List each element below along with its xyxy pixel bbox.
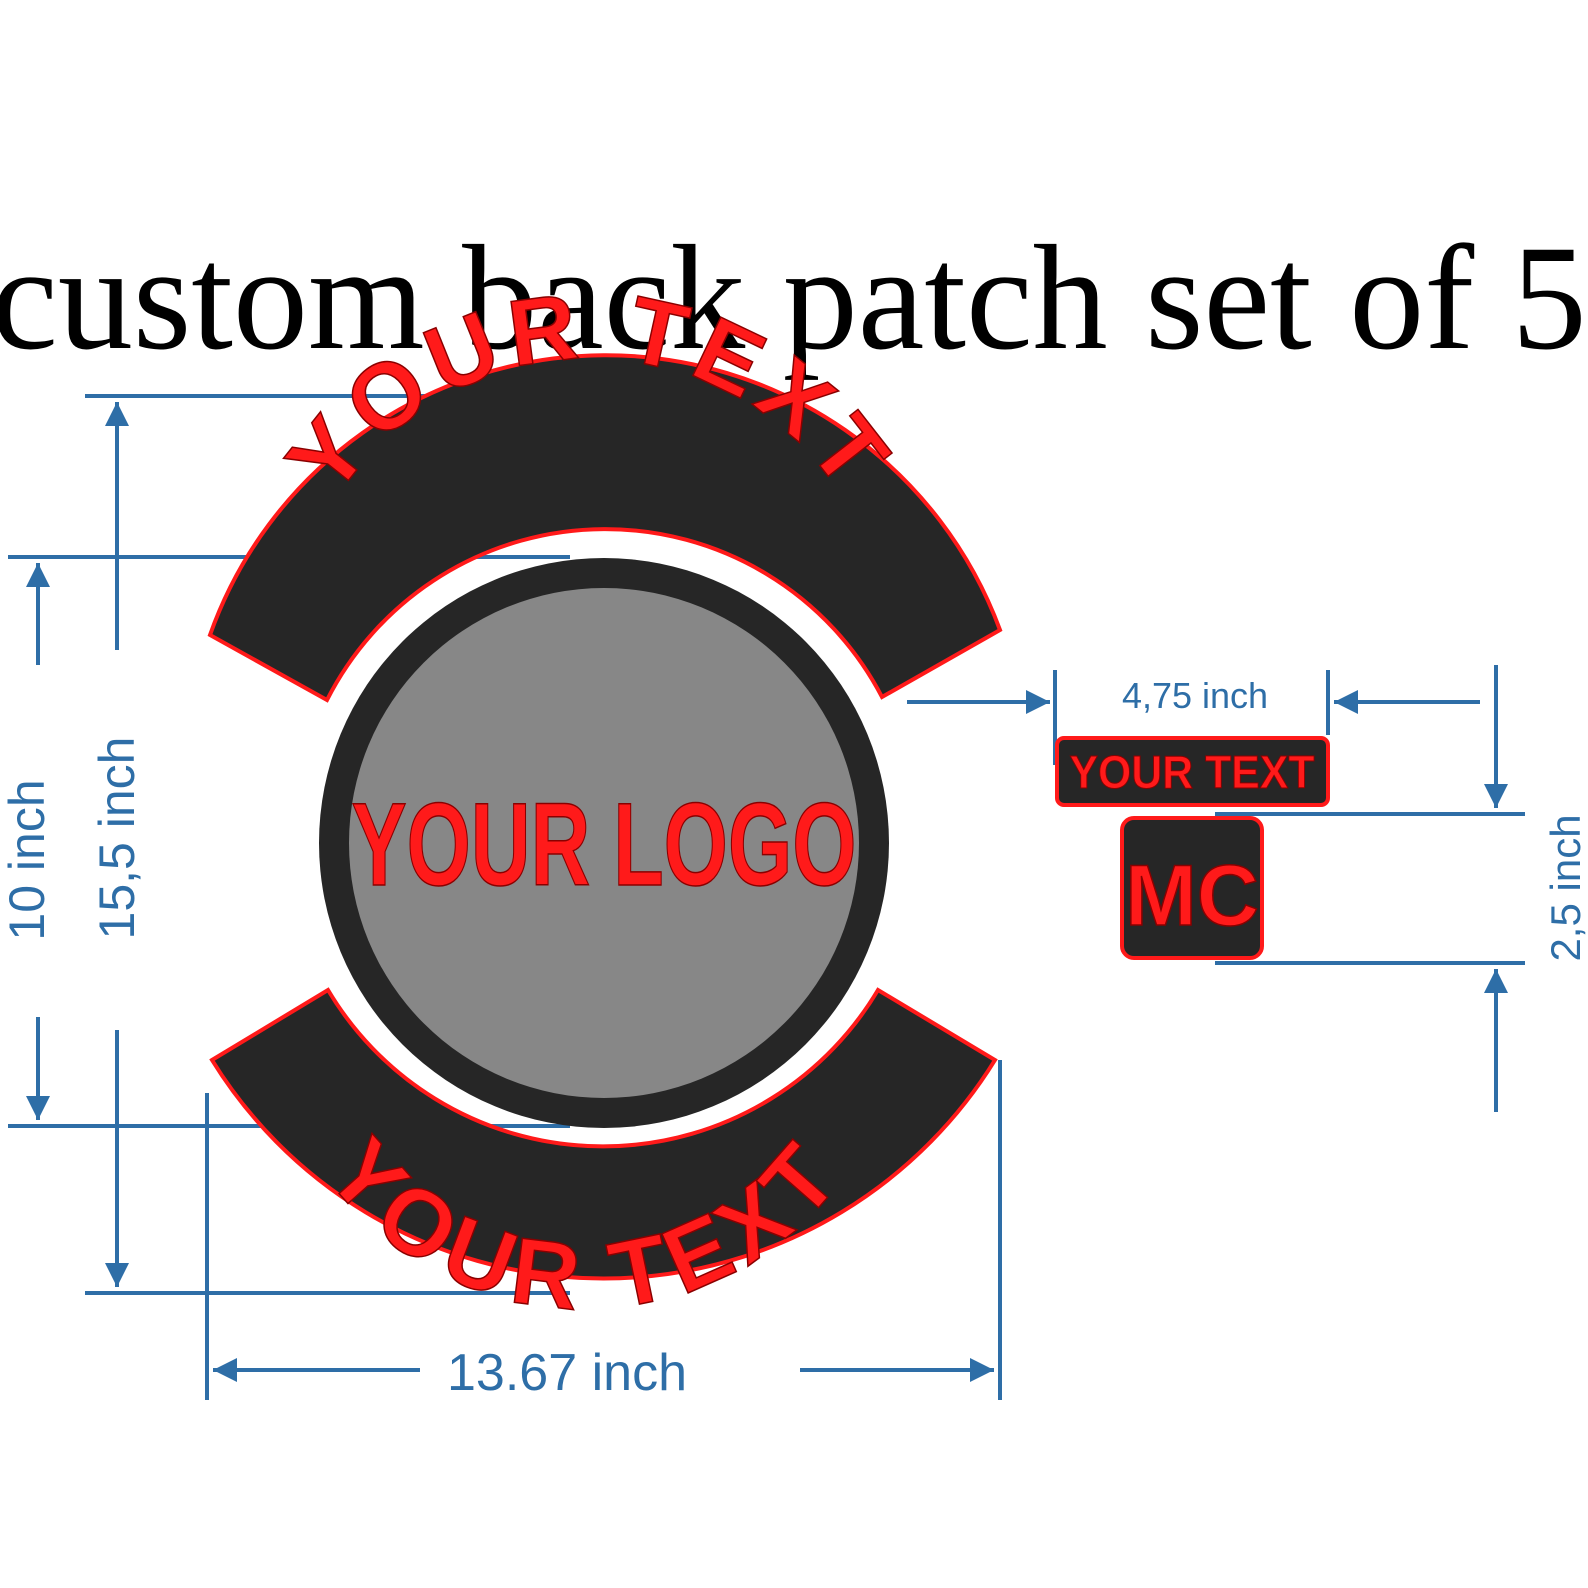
total-height-label: 15,5 inch xyxy=(89,737,145,940)
mc-tab-text: MC xyxy=(1125,848,1259,944)
tab-height-label: 2,5 inch xyxy=(1542,814,1588,961)
logo-text: YOUR LOGO xyxy=(352,779,857,911)
total-width-label: 13.67 inch xyxy=(447,1344,687,1402)
name-tab-patch: YOUR TEXT xyxy=(1055,736,1330,807)
center-logo-patch: YOUR LOGO xyxy=(319,558,889,1128)
page-title: custom back patch set of 5 xyxy=(0,215,1587,381)
center-height-label: 10 inch xyxy=(0,779,55,940)
tab-width-label: 4,75 inch xyxy=(1122,675,1268,716)
mc-tab-patch: MC xyxy=(1120,816,1264,960)
name-tab-text: YOUR TEXT xyxy=(1070,746,1315,798)
